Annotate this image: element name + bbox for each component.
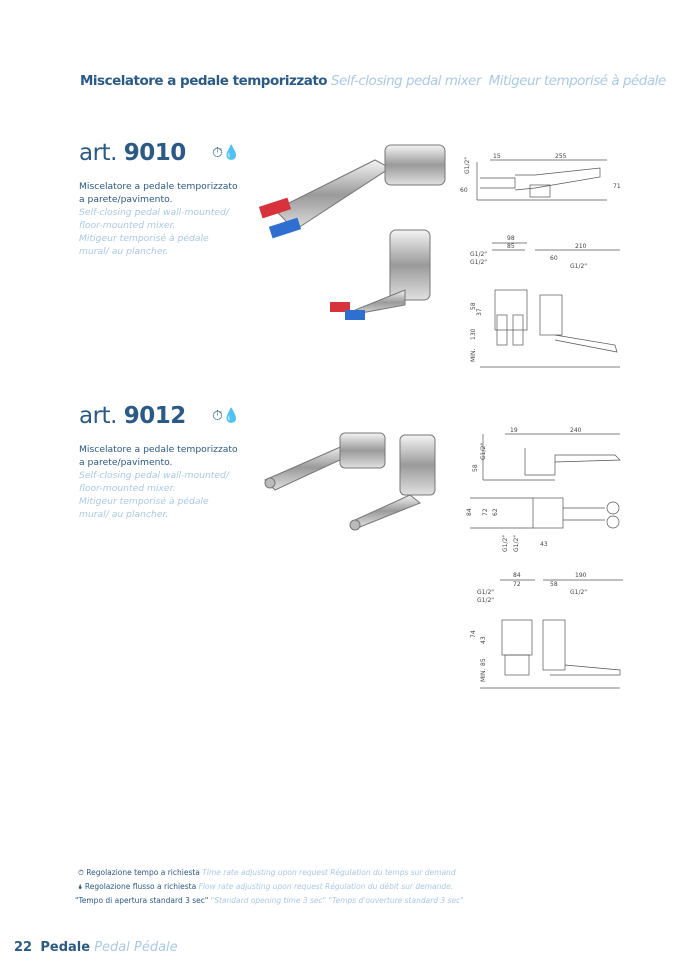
- dim-label: 84: [513, 572, 521, 579]
- dim-label: 240: [570, 427, 582, 434]
- legend-item: ⏱ Regolazione tempo a richiesta Time rat…: [78, 866, 464, 880]
- dim-label: 130: [470, 328, 477, 340]
- legend-it: Regolazione tempo a richiesta: [86, 868, 200, 877]
- section-name: Pedale: [40, 940, 91, 955]
- desc-it: Miscelatore a pedale temporizzato a pare…: [79, 444, 238, 468]
- dim-label: G1/2": [570, 263, 587, 270]
- dim-label: G1/2": [477, 589, 494, 596]
- dim-label: 19: [510, 427, 518, 434]
- timer-icon: ⏱: [212, 145, 223, 161]
- section-translation: Pedal Pédale: [94, 940, 178, 955]
- title-en: Self-closing pedal mixer: [330, 73, 482, 89]
- art-code: 9012: [123, 403, 187, 429]
- dim-label: 58: [550, 581, 558, 588]
- page-number: 22: [14, 940, 33, 955]
- page-title: Miscelatore a pedale temporizzato Self-c…: [80, 73, 666, 89]
- dim-label: 84: [466, 508, 473, 516]
- dim-label: 190: [575, 572, 587, 579]
- page-footer: 22 Pedale Pedal Pédale: [14, 940, 178, 955]
- art-code: 9010: [123, 140, 187, 166]
- dim-label: 98: [507, 235, 515, 242]
- art-prefix: art.: [79, 140, 117, 166]
- dim-label: 43: [540, 541, 548, 548]
- timer-icon: ⏱: [78, 868, 84, 877]
- dim-label: 255: [555, 153, 567, 160]
- legend: ⏱ Regolazione tempo a richiesta Time rat…: [75, 866, 464, 908]
- water-drop-icon: 💧: [222, 145, 241, 161]
- dim-label: 60: [550, 255, 558, 262]
- dim-label: 58: [472, 464, 479, 472]
- dim-label: G1/2": [480, 443, 487, 460]
- desc-en: Self-closing pedal wall-mounted/ floor-m…: [79, 207, 229, 231]
- dim-label: G1/2": [570, 589, 587, 596]
- dim-label: 58: [470, 302, 477, 310]
- dim-label: 74: [470, 630, 477, 638]
- dim-label: G1/2": [502, 535, 509, 552]
- legend-item: 🌢 Regolazione flusso a richiesta Flow ra…: [78, 880, 464, 894]
- feature-icons: ⏱💧: [212, 408, 240, 424]
- legend-translation: Time rate adjusting upon request Régulat…: [202, 868, 456, 877]
- feature-icons: ⏱💧: [212, 145, 240, 161]
- dim-label: G1/2": [477, 597, 494, 604]
- technical-drawing-9010: G1/2" 15 255 60 71 98 85 G1/2" G1/2" 210…: [460, 153, 621, 368]
- dim-label: 85: [480, 658, 487, 666]
- dim-label: 72: [513, 581, 521, 588]
- dim-label: 60: [460, 187, 468, 194]
- article-number-9012: art. 9012: [79, 403, 186, 429]
- product-description: Miscelatore a pedale temporizzato a pare…: [79, 443, 239, 521]
- dim-label: 62: [492, 508, 499, 516]
- desc-fr: Mitigeur temporisé à pédale mural/ au pl…: [79, 496, 209, 520]
- product-photo-9010: [258, 144, 446, 320]
- dim-label: 72: [482, 508, 489, 516]
- legend-translation: Flow rate adjusting upon request Régulat…: [198, 882, 454, 891]
- dim-label: 15: [493, 153, 501, 160]
- dim-label: 210: [575, 243, 587, 250]
- water-drop-icon: 🌢: [78, 882, 83, 891]
- article-number-9010: art. 9010: [79, 140, 186, 166]
- water-drop-icon: 💧: [222, 408, 241, 424]
- dim-label: 37: [476, 308, 483, 316]
- dim-label: MIN.: [480, 669, 487, 682]
- legend-translation: "Standard opening time 3 sec" "Temps d'o…: [210, 896, 464, 905]
- dim-label: 43: [480, 636, 487, 644]
- art-prefix: art.: [79, 403, 117, 429]
- product-description: Miscelatore a pedale temporizzato a pare…: [79, 180, 239, 258]
- dim-label: G1/2": [464, 157, 471, 174]
- dim-label: MIN.: [470, 349, 477, 362]
- timer-icon: ⏱: [212, 408, 223, 424]
- title-it: Miscelatore a pedale temporizzato: [80, 73, 328, 89]
- desc-it: Miscelatore a pedale temporizzato a pare…: [79, 181, 238, 205]
- legend-item: "Tempo di apertura standard 3 sec" "Stan…: [75, 894, 464, 908]
- dim-label: 71: [613, 183, 621, 190]
- product-photo-9012: [264, 432, 436, 531]
- desc-fr: Mitigeur temporisé à pédale mural/ au pl…: [79, 233, 209, 257]
- dim-label: G1/2": [513, 535, 520, 552]
- dim-label: G1/2": [470, 251, 487, 258]
- dim-label: G1/2": [470, 259, 487, 266]
- title-fr: Mitigeur temporisé à pédale: [488, 73, 667, 89]
- legend-it: "Tempo di apertura standard 3 sec": [75, 896, 209, 905]
- legend-it: Regolazione flusso a richiesta: [84, 882, 197, 891]
- desc-en: Self-closing pedal wall-mounted/ floor-m…: [79, 470, 229, 494]
- dim-label: 85: [507, 243, 515, 250]
- technical-drawing-9012: G1/2" 19 240 58 84 72 62 G1/2" G1/2" 43 …: [466, 427, 623, 689]
